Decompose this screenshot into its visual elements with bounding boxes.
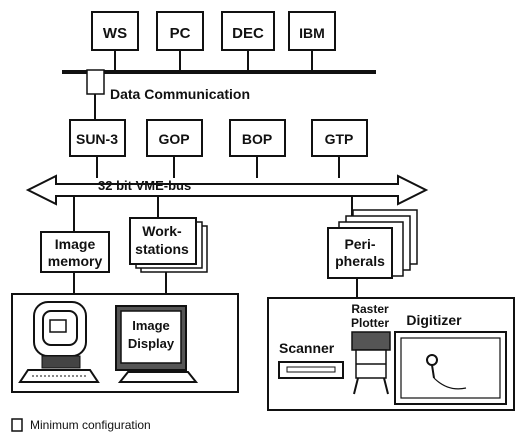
peripherals-stack-front: [327, 227, 393, 279]
network-interface-box: [86, 69, 105, 95]
legend-label: Minimum configuration: [30, 418, 151, 432]
processor-sun3: SUN-3: [69, 119, 126, 157]
workstations-module: Work- stations: [129, 217, 208, 273]
workstations-label-line1: Work-: [142, 223, 182, 239]
scanner-label: Scanner: [279, 340, 335, 356]
workstation-equipment-panel: Image Display: [11, 293, 239, 393]
legend-swatch: [11, 418, 23, 432]
host-pc: PC: [156, 11, 204, 51]
image-display-label-line2: Display: [128, 336, 175, 351]
data-communication-line: Data Communication: [62, 69, 376, 102]
processor-connectors: [96, 156, 340, 178]
processor-gtp-label: GTP: [325, 131, 354, 147]
scanner-device: Scanner: [278, 340, 344, 379]
peripheral-devices-panel: Scanner Raster Plotter Digitizer: [267, 297, 515, 411]
host-connectors: [114, 50, 313, 72]
peripherals-module: Peri- pherals: [327, 209, 418, 279]
raster-plotter-label-line2: Plotter: [351, 316, 389, 330]
vme-bus-arrow: [25, 174, 429, 206]
processor-gtp: GTP: [311, 119, 368, 157]
computer-terminal-illustration: [18, 301, 100, 383]
raster-plotter-device: Raster Plotter: [351, 302, 391, 395]
module-connectors: [73, 272, 358, 298]
digitizer-puck: [426, 354, 438, 366]
workstations-label-line2: stations: [135, 241, 189, 257]
processor-gop-label: GOP: [158, 131, 189, 147]
processor-gop: GOP: [146, 119, 203, 157]
host-ibm: IBM: [288, 11, 336, 51]
host-ibm-label: IBM: [299, 25, 325, 41]
image-memory-label-line1: Image: [55, 236, 96, 252]
image-display-label-line1: Image: [132, 318, 170, 333]
raster-plotter-label-line1: Raster: [351, 302, 389, 316]
peripherals-label-line2: pherals: [335, 253, 385, 269]
host-dec: DEC: [221, 11, 275, 51]
host-ws: WS: [91, 11, 139, 51]
host-pc-label: PC: [170, 25, 191, 42]
peripherals-label-line1: Peri-: [344, 236, 375, 252]
image-memory-module: Image memory: [40, 231, 110, 273]
image-memory-label-line2: memory: [48, 253, 103, 269]
host-dec-label: DEC: [232, 25, 264, 42]
network-label: Data Communication: [110, 86, 250, 102]
processor-bop-label: BOP: [242, 131, 272, 147]
processor-bop: BOP: [229, 119, 286, 157]
image-display-monitor: Image Display: [115, 305, 199, 383]
vme-bus: 32 bit VME-bus: [25, 174, 429, 206]
bus-connectors: [73, 196, 353, 232]
vme-bus-label: 32 bit VME-bus: [98, 178, 191, 193]
workstations-stack-front: [129, 217, 197, 265]
processor-sun3-label: SUN-3: [76, 131, 118, 147]
legend: Minimum configuration: [11, 418, 151, 432]
digitizer-device: Digitizer: [394, 312, 507, 405]
host-ws-label: WS: [103, 25, 127, 42]
digitizer-label: Digitizer: [406, 312, 462, 328]
